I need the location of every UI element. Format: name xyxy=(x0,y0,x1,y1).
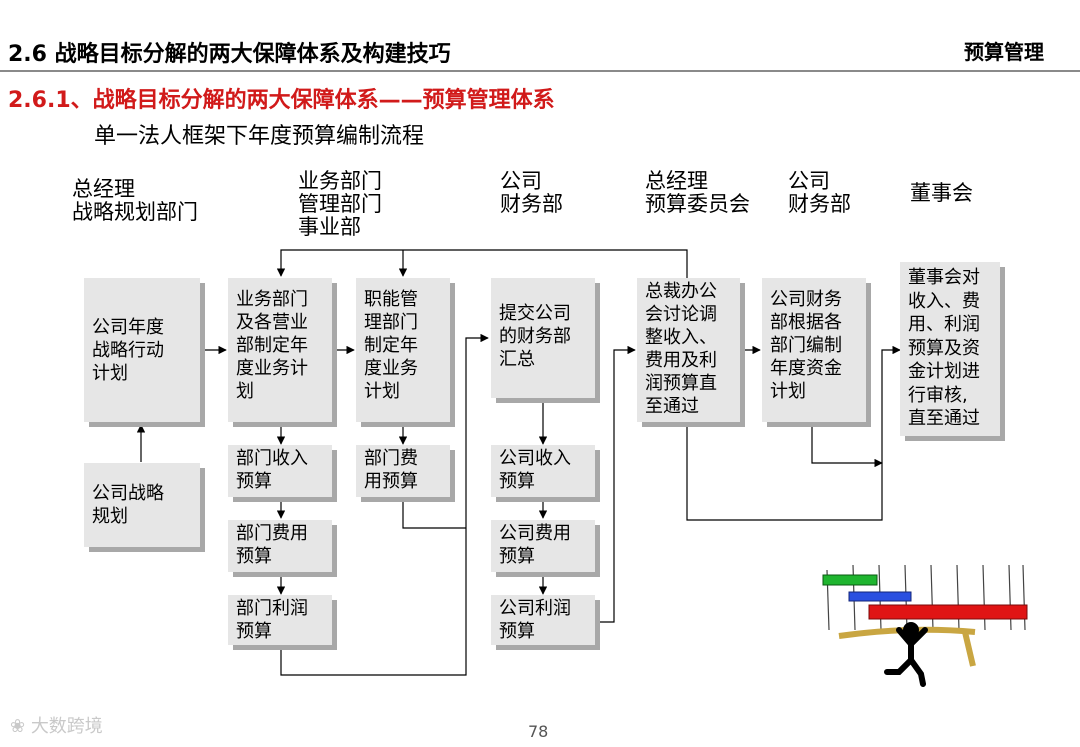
box-co-revenue-budget: 公司收入预算 xyxy=(491,445,595,497)
weightlifter-illustration xyxy=(822,564,1028,687)
column-header-finance: 公司财务部 xyxy=(500,169,563,216)
column-header-finance-2: 公司财务部 xyxy=(788,169,851,216)
box-dept-expense-budget: 部门费用预算 xyxy=(228,520,332,572)
box-dept-profit-budget: 部门利润预算 xyxy=(228,595,332,645)
section-tag: 预算管理 xyxy=(964,40,1044,64)
box-board-review: 董事会对收入、费用、利润预算及资金计划进行审核,直至通过 xyxy=(900,262,1000,436)
box-finance-summary: 提交公司的财务部汇总 xyxy=(491,278,595,398)
box-annual-strategy-plan: 公司年度战略行动计划 xyxy=(84,278,200,422)
box-finance-capital-plan: 公司财务部根据各部门编制年度资金计划 xyxy=(762,278,866,422)
watermark: ❀ 大数跨境 xyxy=(10,716,103,737)
header-divider xyxy=(0,70,1080,72)
watermark-logo-icon: ❀ xyxy=(10,716,31,737)
box-dept-revenue-budget: 部门收入预算 xyxy=(228,445,332,497)
page-number: 78 xyxy=(528,722,549,741)
box-functional-plan: 职能管理部门制定年度业务计划 xyxy=(356,278,450,422)
column-header-business: 业务部门管理部门事业部 xyxy=(298,169,382,239)
box-co-profit-budget: 公司利润预算 xyxy=(491,595,595,645)
box-co-expense-budget: 公司费用预算 xyxy=(491,520,595,572)
box-strategic-planning: 公司战略规划 xyxy=(84,463,200,547)
diagram-title: 单一法人框架下年度预算编制流程 xyxy=(94,124,425,149)
box-ceo-office-review: 总裁办公会讨论调整收入、费用及利润预算直至通过 xyxy=(637,278,740,422)
box-func-expense-budget: 部门费用预算 xyxy=(356,445,450,497)
page-title: 2.6 战略目标分解的两大保障体系及构建技巧 xyxy=(8,42,451,67)
box-business-plan: 业务部门及各营业部制定年度业务计划 xyxy=(228,278,332,422)
column-header-board: 董事会 xyxy=(910,181,973,205)
column-header-strategy: 总经理战略规划部门 xyxy=(72,177,198,224)
section-subtitle: 2.6.1、战略目标分解的两大保障体系——预算管理体系 xyxy=(8,88,555,113)
column-header-budget-committee: 总经理预算委员会 xyxy=(645,169,750,216)
